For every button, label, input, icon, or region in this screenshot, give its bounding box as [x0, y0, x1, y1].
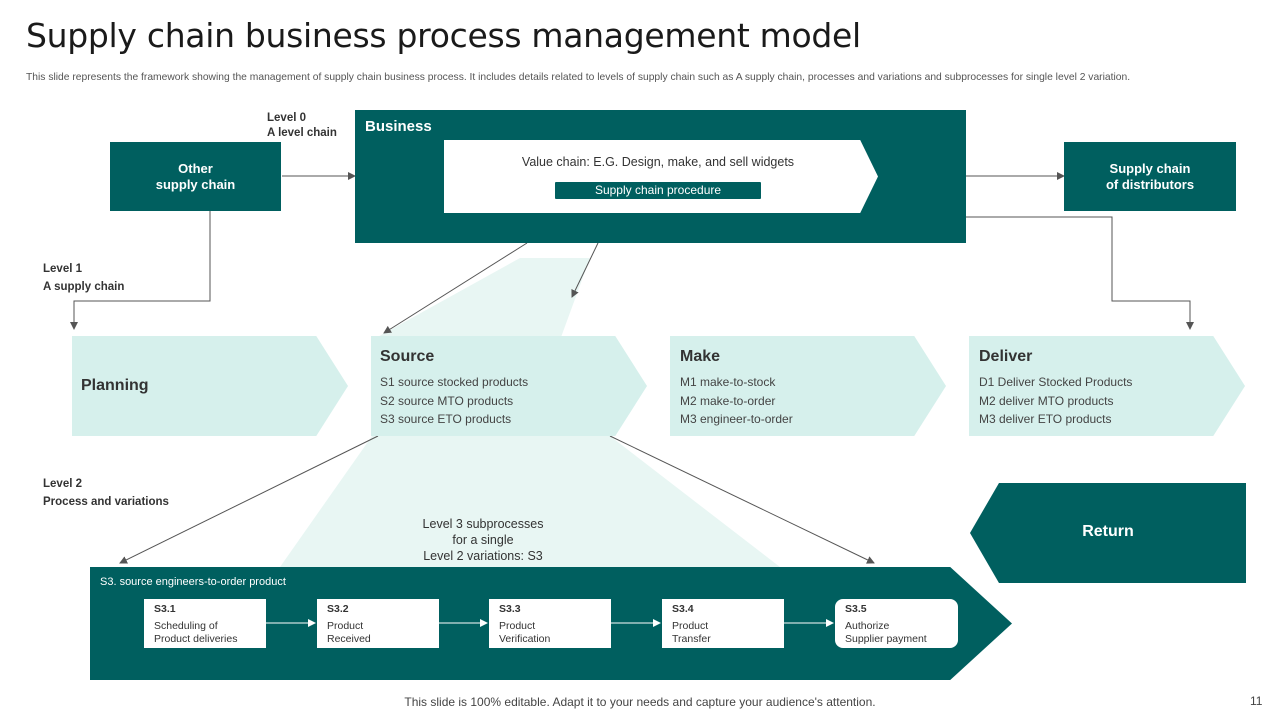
- deliver-item: D1 Deliver Stocked Products: [979, 375, 1133, 389]
- level2-label: Level 2 Process and variations: [43, 475, 169, 511]
- subprocess-label: S3. source engineers-to-order product: [100, 576, 286, 588]
- planning-title: Planning: [81, 377, 149, 394]
- step-s3-4: S3.4 Product Transfer: [662, 599, 784, 648]
- deliver-items: D1 Deliver Stocked Products M2 deliver M…: [979, 373, 1132, 429]
- make-item: M2 make-to-order: [680, 393, 776, 408]
- level3-line3: Level 2 variations: S3: [423, 549, 543, 563]
- value-chain-text: Value chain: E.G. Design, make, and sell…: [521, 155, 795, 169]
- distributors-line2: of distributors: [1105, 176, 1195, 192]
- step-text: Authorize Supplier payment: [845, 620, 927, 645]
- arrow-to-planning: [70, 211, 211, 330]
- deliver-title: Deliver: [979, 348, 1033, 365]
- level0-line1: Level 0: [267, 112, 306, 124]
- arrow-to-deliver: [966, 216, 1194, 330]
- source-item: S3 source ETO products: [380, 412, 512, 426]
- step-s3-5: S3.5 Authorize Supplier payment: [835, 599, 958, 648]
- level0-label: Level 0 A level chain: [267, 111, 337, 141]
- arrow-source-to-sub-left: [119, 435, 379, 564]
- make-item: M1 make-to-stock: [680, 375, 776, 389]
- source-zoom-funnel: [372, 258, 590, 340]
- step-id: S3.2: [327, 603, 349, 615]
- step-id: S3.4: [672, 603, 694, 615]
- step-text: Product Transfer: [672, 620, 711, 645]
- step-text: Product Verification: [499, 620, 551, 645]
- other-supply-chain-box: Other supply chain: [110, 142, 281, 211]
- distributors-box: Supply chain of distributors: [1064, 142, 1236, 211]
- step-id: S3.3: [499, 603, 521, 615]
- subprocess-zoom-funnel: [280, 436, 780, 567]
- arrow-source-to-sub-right: [609, 435, 875, 564]
- arrow-business-to-source-1: [383, 242, 528, 334]
- level3-line1: Level 3 subprocesses: [422, 517, 544, 531]
- level2-line1: Level 2: [43, 478, 82, 490]
- source-item: S2 source MTO products: [380, 393, 514, 408]
- step-id: S3.1: [154, 603, 176, 615]
- distributors-line1: Supply chain: [1109, 160, 1191, 176]
- slide-title: Supply chain business process management…: [26, 16, 861, 55]
- other-supply-chain-line2: supply chain: [155, 176, 236, 192]
- source-item: S1 source stocked products: [380, 375, 529, 389]
- step-s3-1: S3.1 Scheduling of Product deliveries: [144, 599, 266, 648]
- other-supply-chain-line1: Other: [178, 160, 213, 176]
- step-s3-2: S3.2 Product Received: [317, 599, 439, 648]
- arrow-business-to-source-2: [571, 242, 599, 298]
- step-s3-3: S3.3 Product Verification: [489, 599, 611, 648]
- chevron-planning: [72, 336, 348, 436]
- slide-subtitle: This slide represents the framework show…: [26, 72, 1131, 83]
- level1-line1: Level 1: [43, 263, 82, 275]
- chevron-deliver: [969, 336, 1245, 436]
- step-id: S3.5: [845, 603, 867, 615]
- supply-chain-procedure-button[interactable]: Supply chain procedure: [555, 182, 761, 199]
- footer-note: This slide is 100% editable. Adapt it to…: [404, 695, 876, 709]
- level1-line2: A supply chain: [43, 281, 125, 293]
- source-items: S1 source stocked products S2 source MTO…: [380, 373, 528, 429]
- make-item: M3 engineer-to-order: [680, 412, 793, 426]
- return-button[interactable]: [970, 483, 1246, 583]
- make-title: Make: [680, 348, 721, 365]
- level2-line2: Process and variations: [43, 496, 169, 508]
- deliver-item: M3 deliver ETO products: [979, 412, 1112, 426]
- level0-line2: A level chain: [267, 127, 337, 139]
- page-number: 11: [1250, 694, 1263, 708]
- value-chain-arrow: [444, 140, 878, 213]
- level3-text: Level 3 subprocesses for a single Level …: [404, 516, 562, 564]
- source-title: Source: [380, 348, 435, 365]
- business-label: Business: [365, 118, 432, 135]
- step-text: Scheduling of Product deliveries: [154, 620, 238, 645]
- chevron-source: [371, 336, 647, 436]
- make-items: M1 make-to-stock M2 make-to-order M3 eng…: [680, 373, 793, 429]
- return-label: Return: [1082, 523, 1134, 540]
- level1-label: Level 1 A supply chain: [43, 260, 124, 296]
- chevron-make: [670, 336, 946, 436]
- deliver-item: M2 deliver MTO products: [979, 393, 1114, 408]
- level3-line2: for a single: [452, 533, 514, 547]
- step-text: Product Received: [327, 620, 371, 645]
